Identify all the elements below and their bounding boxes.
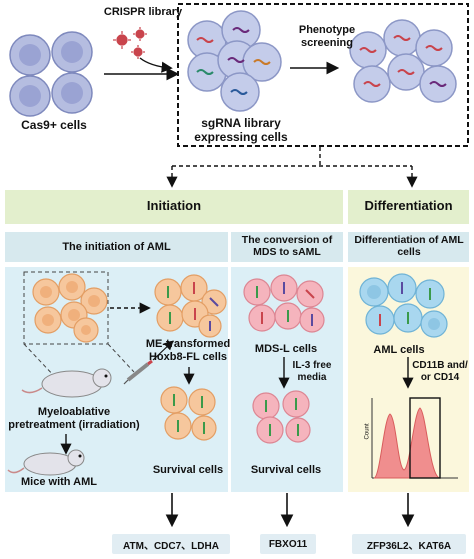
cas9-cell-cluster bbox=[9, 31, 93, 117]
cas9-label: Cas9+ cells bbox=[21, 118, 87, 132]
differentiation-title: Differentiation bbox=[364, 198, 453, 213]
orange-cell-cluster bbox=[32, 273, 108, 343]
survival-label-1: Survival cells bbox=[152, 464, 224, 476]
orange-cluster-box bbox=[23, 271, 109, 345]
flow-histogram bbox=[371, 397, 458, 479]
aml-cells-label: AML cells bbox=[373, 344, 425, 356]
gene-box-differentiation: ZFP36L2、KAT6A bbox=[352, 534, 466, 554]
sgrna-cell-cluster bbox=[187, 10, 282, 112]
survival-cell-cluster-1 bbox=[160, 386, 217, 441]
mouse-icon-1 bbox=[21, 368, 112, 398]
diff-subhead-bg bbox=[348, 232, 469, 262]
branch-arrows bbox=[166, 147, 418, 188]
diff-subhead: Differentiation of AML cells bbox=[354, 234, 464, 259]
aml-cell-cluster bbox=[359, 273, 448, 338]
crispr-curve-arrow bbox=[139, 57, 173, 73]
sgrna-label: sgRNA library expressing cells bbox=[194, 116, 288, 144]
flow-ylabel: Count bbox=[364, 423, 371, 440]
mdsl-label: MDS-L cells bbox=[254, 343, 318, 355]
mdsl-cell-cluster bbox=[243, 274, 325, 333]
initiation-title: Initiation bbox=[146, 198, 202, 213]
aml-initiation-subhead: The initiation of AML bbox=[62, 241, 171, 253]
me-cell-cluster bbox=[154, 274, 227, 338]
mouse-icon-2 bbox=[7, 449, 85, 476]
survival-label-2: Survival cells bbox=[250, 464, 322, 476]
screened-cell-cluster bbox=[349, 19, 457, 103]
aml-initiation-subhead-bg bbox=[5, 232, 228, 262]
mds-subhead: The conversion of MDS to sAML bbox=[241, 234, 333, 259]
gene-box-initiation: ATM、CDC7、LDHA bbox=[112, 534, 230, 554]
differentiation-band bbox=[348, 190, 469, 224]
initiation-band bbox=[5, 190, 343, 224]
mice-label: Mice with AML bbox=[21, 476, 97, 488]
marker-label: CD11B and/ or CD14 bbox=[412, 360, 468, 383]
syringe-icon bbox=[123, 359, 153, 385]
mds-subhead-bg bbox=[231, 232, 343, 262]
me-label: ME-transformed Hoxb8-FL cells bbox=[145, 338, 231, 363]
pretreat-label: Myeloablative pretreatment (irradiation) bbox=[8, 406, 140, 431]
gate-box bbox=[409, 397, 441, 479]
crispr-virus-icons bbox=[113, 27, 147, 59]
screening-label: Phenotype screening bbox=[298, 24, 356, 49]
crispr-label: CRISPR library bbox=[103, 6, 183, 18]
gene-box-mds: FBXO11 bbox=[260, 534, 316, 554]
survival-cell-cluster-2 bbox=[252, 390, 311, 444]
media-label: IL-3 free media bbox=[292, 360, 332, 383]
